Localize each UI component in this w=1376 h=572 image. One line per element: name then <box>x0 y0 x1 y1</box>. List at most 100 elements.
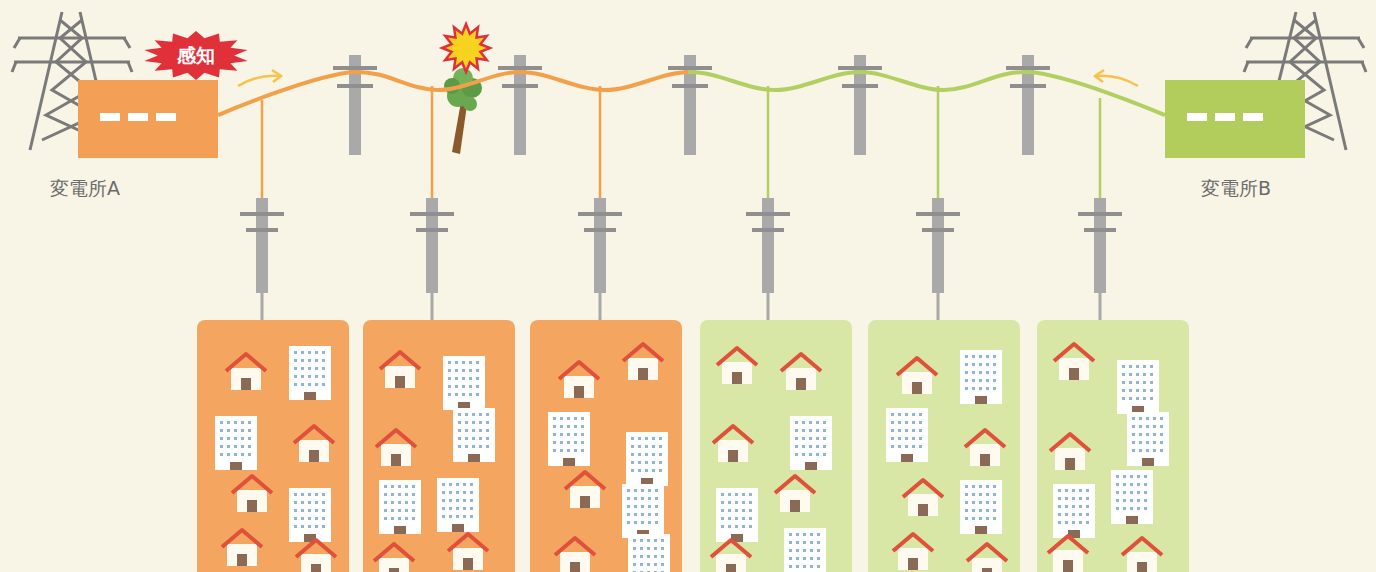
house-blocks <box>1129 365 1132 368</box>
house-blocks <box>1137 562 1147 572</box>
house-blocks <box>197 320 349 572</box>
house-blocks <box>465 437 468 440</box>
right-pylon <box>1358 38 1364 48</box>
house-blocks <box>472 421 475 424</box>
house-blocks <box>294 426 334 443</box>
house-blocks <box>816 453 819 456</box>
house-blocks <box>294 375 297 378</box>
house-blocks <box>1086 513 1089 516</box>
house-blocks <box>633 555 636 558</box>
house-blocks <box>315 383 318 386</box>
house-blocks <box>1086 521 1089 524</box>
house-blocks <box>1123 483 1126 486</box>
fallen-tree <box>463 97 477 111</box>
house-blocks <box>449 483 452 486</box>
utility-poles <box>502 84 538 88</box>
house-blocks <box>661 571 664 572</box>
house-blocks <box>1072 497 1075 500</box>
house-blocks <box>960 350 1002 404</box>
house-blocks <box>391 454 401 466</box>
house-blocks <box>1065 505 1068 508</box>
house-blocks <box>570 486 600 508</box>
house-blocks <box>455 385 458 388</box>
house-blocks <box>965 371 968 374</box>
house-blocks <box>398 501 401 504</box>
house-blocks <box>452 524 464 532</box>
house-blocks <box>1069 368 1079 380</box>
house-blocks <box>979 363 982 366</box>
house-blocks <box>659 469 662 472</box>
house-blocks <box>803 541 806 544</box>
house-blocks <box>789 565 792 568</box>
house-blocks <box>294 383 297 386</box>
power-line <box>218 72 1165 115</box>
house-blocks <box>463 499 466 502</box>
house-blocks <box>462 377 465 380</box>
house-blocks <box>1139 441 1142 444</box>
house-blocks <box>891 429 894 432</box>
house-blocks <box>891 445 894 448</box>
house-blocks <box>363 320 515 572</box>
house-blocks <box>248 453 251 456</box>
house-blocks <box>486 429 489 432</box>
house-blocks <box>891 437 894 440</box>
house-blocks <box>1150 389 1153 392</box>
house-blocks <box>1160 433 1163 436</box>
house-blocks <box>891 413 894 416</box>
house-blocks <box>398 509 401 512</box>
house-blocks <box>817 557 820 560</box>
house-blocks <box>823 445 826 448</box>
house-blocks <box>735 493 738 496</box>
house-blocks <box>905 421 908 424</box>
house-blocks <box>449 499 452 502</box>
house-blocks <box>817 549 820 552</box>
house-blocks <box>721 501 724 504</box>
service-drops <box>431 86 434 212</box>
house-blocks <box>1144 483 1147 486</box>
house-blocks <box>220 421 223 424</box>
house-blocks <box>965 517 968 520</box>
house-blocks <box>713 426 753 443</box>
house-blocks <box>311 564 321 572</box>
house-blocks <box>654 539 657 542</box>
house-blocks <box>716 554 746 572</box>
house-blocks <box>1079 497 1082 500</box>
house-blocks <box>1123 491 1126 494</box>
house-blocks <box>912 413 915 416</box>
house-blocks <box>728 517 731 520</box>
house-blocks <box>1143 389 1146 392</box>
house-blocks <box>442 499 445 502</box>
house-blocks <box>654 547 657 550</box>
house-blocks <box>308 501 311 504</box>
house-blocks <box>567 417 570 420</box>
house-blocks <box>897 358 937 375</box>
house-blocks <box>227 544 257 566</box>
window-mark <box>128 113 148 121</box>
house-blocks <box>972 387 975 390</box>
house-blocks <box>1150 397 1153 400</box>
house-blocks <box>449 491 452 494</box>
house-blocks <box>458 421 461 424</box>
house-blocks <box>786 368 816 390</box>
window-mark <box>1187 113 1207 121</box>
house-blocks <box>559 362 599 379</box>
house-blocks <box>374 544 414 561</box>
house-blocks <box>742 509 745 512</box>
house-blocks <box>1116 483 1119 486</box>
house-blocks <box>1146 433 1149 436</box>
house-blocks <box>1130 483 1133 486</box>
house-blocks <box>647 539 650 542</box>
house-blocks <box>215 416 257 470</box>
house-blocks <box>659 461 662 464</box>
house-blocks <box>574 417 577 420</box>
utility-poles <box>498 66 542 70</box>
house-blocks <box>631 437 634 440</box>
house-blocks <box>315 525 318 528</box>
substation-label: 変電所B <box>1201 178 1271 199</box>
house-blocks <box>412 501 415 504</box>
house-blocks <box>641 497 644 500</box>
house-blocks <box>823 453 826 456</box>
house-blocks <box>301 493 304 496</box>
house-blocks <box>641 521 644 524</box>
